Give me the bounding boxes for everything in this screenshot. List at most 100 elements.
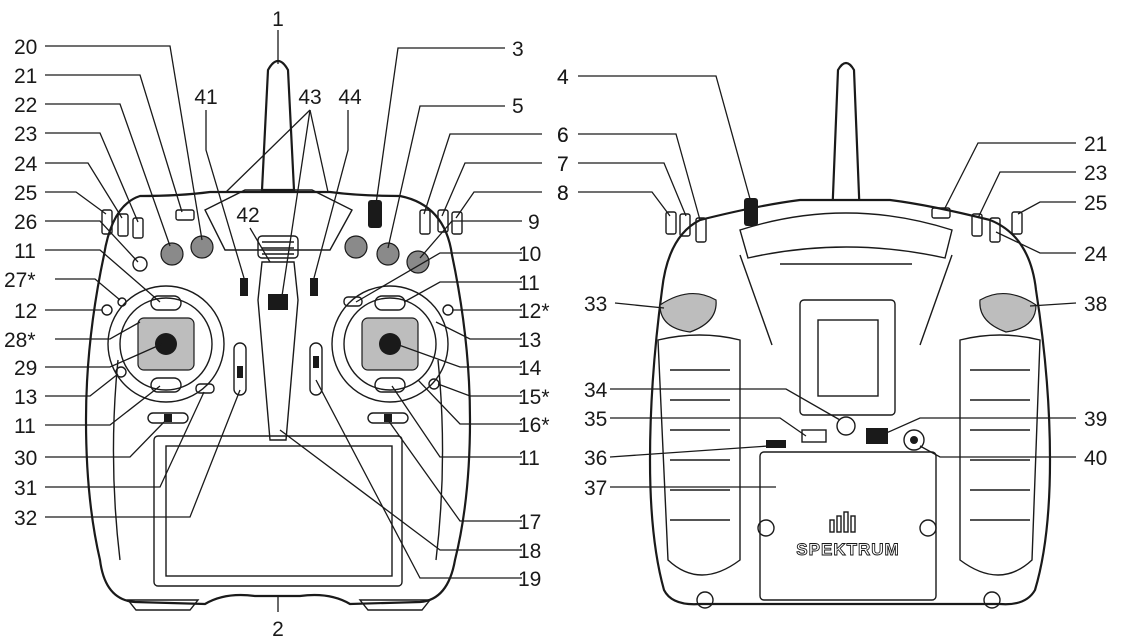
back-switch-6 bbox=[695, 217, 707, 243]
callout-front-17: 17 bbox=[518, 511, 541, 534]
back-switch-23 bbox=[971, 213, 983, 237]
callout-front-11l2: 11 bbox=[14, 415, 36, 438]
leader-16s bbox=[417, 379, 522, 425]
leader-29 bbox=[45, 343, 163, 368]
front-knob-4 bbox=[344, 235, 368, 259]
callout-front-18: 18 bbox=[518, 540, 541, 563]
callout-front-32: 32 bbox=[14, 507, 37, 530]
leader-5 bbox=[387, 105, 505, 249]
leader-13l bbox=[45, 373, 119, 397]
callout-back-4: 4 bbox=[557, 66, 569, 89]
front-switch-24 bbox=[117, 213, 129, 237]
callout-front-3: 3 bbox=[512, 38, 524, 61]
leader-23 bbox=[45, 132, 139, 223]
callout-front-43: 43 bbox=[298, 86, 321, 109]
back-roller-4 bbox=[744, 198, 758, 226]
callout-front-1: 1 bbox=[272, 8, 284, 31]
back-antenna bbox=[830, 61, 862, 222]
callout-back-33: 33 bbox=[584, 293, 607, 316]
leader-43b bbox=[281, 109, 311, 297]
callout-front-42: 42 bbox=[236, 204, 259, 227]
back-port-39 bbox=[866, 428, 888, 444]
callout-front-12: 12 bbox=[14, 300, 37, 323]
callout-front-22: 22 bbox=[14, 94, 37, 117]
leader-24 bbox=[45, 162, 123, 219]
callout-back-34: 34 bbox=[584, 379, 608, 402]
leader-b8 bbox=[578, 191, 671, 217]
callout-back-7: 7 bbox=[557, 153, 569, 176]
front-left-stick bbox=[155, 333, 177, 355]
front-knob-5 bbox=[376, 242, 400, 266]
callout-back-38: 38 bbox=[1084, 293, 1107, 316]
callout-back-23: 23 bbox=[1084, 162, 1107, 185]
callout-front-27s: 27* bbox=[4, 269, 36, 292]
callout-front-2: 2 bbox=[272, 618, 284, 641]
front-switch-21 bbox=[175, 209, 195, 221]
front-base-left bbox=[126, 599, 200, 611]
callout-front-13l: 13 bbox=[14, 386, 37, 409]
front-slider-32 bbox=[233, 342, 247, 396]
front-slider-19 bbox=[309, 342, 323, 396]
back-foot-right bbox=[983, 591, 1001, 609]
callout-back-21: 21 bbox=[1084, 133, 1107, 156]
callout-front-19: 19 bbox=[518, 568, 541, 591]
front-right-trim-bottom bbox=[374, 377, 406, 393]
back-view-transmitter: SPEKTRUM bbox=[648, 61, 1052, 609]
front-trim-30 bbox=[147, 412, 189, 424]
front-roller-3 bbox=[368, 200, 382, 228]
leader-6 bbox=[423, 133, 542, 215]
leader-22 bbox=[45, 103, 171, 247]
leader-44 bbox=[313, 110, 349, 279]
back-logo-bar-4 bbox=[850, 515, 856, 533]
leader-19 bbox=[315, 379, 522, 579]
back-logo-bar-1 bbox=[829, 519, 835, 533]
callout-front-11r2: 11 bbox=[518, 447, 540, 470]
leader-b39 bbox=[883, 417, 1076, 435]
leader-27s bbox=[55, 278, 121, 301]
leader-20 bbox=[45, 45, 203, 241]
callout-front-30: 30 bbox=[14, 447, 37, 470]
leader-21 bbox=[45, 74, 183, 213]
front-center-cradle bbox=[257, 261, 299, 441]
leader-b25 bbox=[1017, 201, 1076, 215]
leader-11r1 bbox=[403, 281, 522, 303]
callout-back-37: 37 bbox=[584, 477, 607, 500]
callout-back-36: 36 bbox=[584, 447, 607, 470]
front-knob-22 bbox=[160, 242, 184, 266]
back-foot-left bbox=[696, 591, 714, 609]
front-speaker-grille bbox=[257, 235, 299, 259]
front-switch-23 bbox=[132, 217, 144, 239]
leader-28s bbox=[55, 321, 141, 340]
front-button-26 bbox=[132, 256, 148, 272]
back-center-plate-inner bbox=[817, 319, 879, 397]
front-led-27-left bbox=[117, 297, 127, 307]
back-switch-8 bbox=[665, 211, 677, 235]
back-logo-bar-3 bbox=[843, 511, 849, 533]
front-button-31 bbox=[195, 383, 215, 394]
back-left-grip bbox=[657, 334, 741, 576]
leader-b40 bbox=[919, 445, 1076, 458]
front-led-13-left bbox=[115, 366, 127, 378]
leader-b4 bbox=[578, 75, 753, 207]
leader-26 bbox=[45, 220, 139, 263]
leader-32 bbox=[45, 389, 241, 518]
callout-front-26: 26 bbox=[14, 211, 37, 234]
callout-back-35: 35 bbox=[584, 408, 607, 431]
front-right-gimbal-ring bbox=[331, 285, 449, 403]
front-antenna bbox=[260, 59, 296, 192]
leader-9 bbox=[419, 220, 522, 259]
leader-b6 bbox=[578, 133, 701, 221]
back-paddle-38 bbox=[979, 293, 1037, 333]
front-top-bezel bbox=[204, 189, 353, 251]
callout-front-28s: 28* bbox=[4, 329, 36, 352]
front-base-right bbox=[358, 599, 432, 611]
leader-41 bbox=[205, 110, 245, 279]
leader-30 bbox=[45, 421, 165, 458]
callout-front-20: 20 bbox=[14, 36, 37, 59]
callout-front-41: 41 bbox=[194, 86, 217, 109]
front-left-grip-line bbox=[112, 359, 121, 561]
callout-front-13r: 13 bbox=[518, 329, 541, 352]
front-slider-32-thumb bbox=[237, 366, 243, 378]
leader-18 bbox=[279, 429, 522, 551]
